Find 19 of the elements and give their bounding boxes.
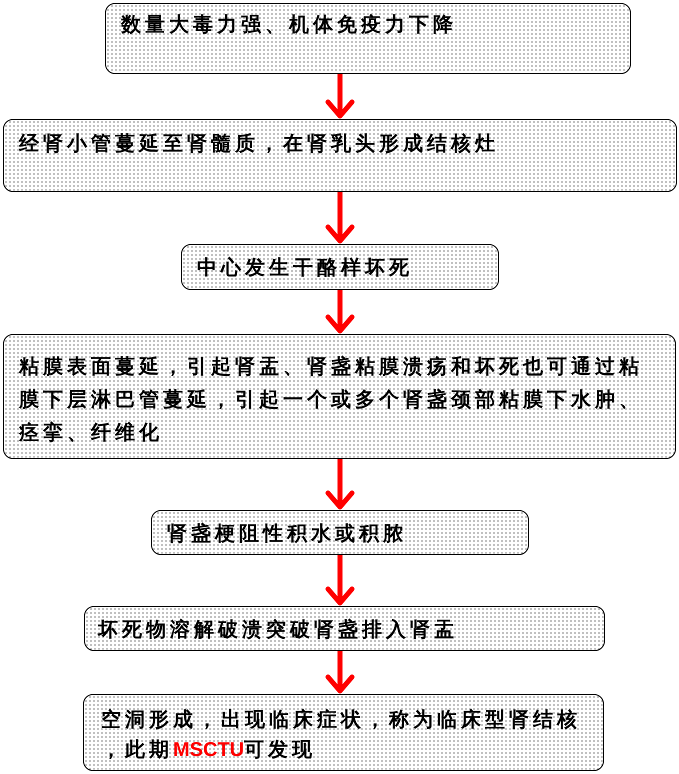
process-box: [84, 606, 605, 651]
process-box: [3, 334, 676, 459]
process-box: [151, 510, 529, 555]
process-box: [83, 694, 604, 771]
arrow: [326, 290, 354, 334]
box-text: 坏死物溶解破溃突破肾盏排入肾盂: [98, 616, 458, 643]
box-text: 数量大毒力强、机体免疫力下降: [121, 11, 457, 38]
arrow: [326, 192, 354, 244]
process-box: [105, 3, 631, 74]
process-box: [3, 119, 677, 192]
arrow: [326, 555, 354, 606]
box-text: 粘膜表面蔓延，引起肾盂、肾盏粘膜溃疡和坏死也可通过粘膜下层淋巴管蔓延，引起一个或多个肾盏颈部粘膜下水肿、痉挛、纤维化: [19, 353, 644, 446]
box-text: 中心发生干酪样坏死: [197, 254, 413, 281]
box-text: 肾盏梗阻性积水或积脓: [167, 520, 407, 547]
process-box: [181, 244, 499, 290]
arrow: [326, 651, 354, 694]
arrow: [326, 459, 354, 510]
arrow: [326, 74, 354, 118]
box-text: 经肾小管蔓延至肾髓质，在肾乳头形成结核灶: [19, 130, 499, 157]
